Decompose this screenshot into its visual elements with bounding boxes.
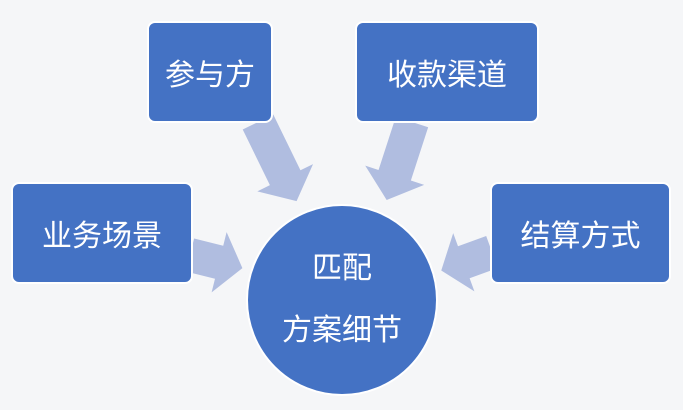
center-line-2: 方案细节 bbox=[282, 313, 402, 348]
arrow-channels bbox=[365, 116, 429, 200]
node-label: 收款渠道 bbox=[387, 58, 507, 93]
center-node: 匹配 方案细节 bbox=[246, 204, 438, 396]
node-scenario: 业务场景 bbox=[11, 182, 193, 284]
node-label: 业务场景 bbox=[42, 219, 162, 254]
arrow-settlement bbox=[441, 233, 498, 292]
node-settlement: 结算方式 bbox=[490, 182, 671, 284]
arrow-participants bbox=[242, 114, 314, 202]
center-line-1: 匹配 bbox=[312, 251, 372, 286]
node-label: 参与方 bbox=[165, 58, 255, 93]
node-label: 结算方式 bbox=[520, 219, 641, 254]
node-channels: 收款渠道 bbox=[355, 21, 539, 123]
node-participants: 参与方 bbox=[147, 21, 273, 123]
arrow-scenario bbox=[185, 232, 243, 293]
